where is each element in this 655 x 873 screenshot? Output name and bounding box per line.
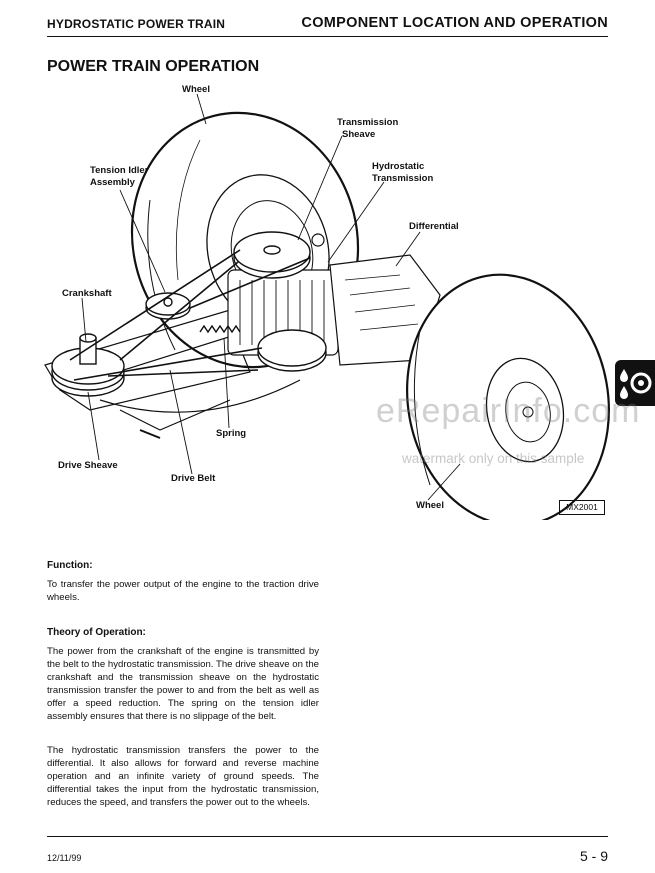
callout-drive-belt: Drive Belt — [171, 473, 216, 484]
sheaves-illustration — [51, 231, 327, 397]
page-number: 5 - 9 — [579, 848, 608, 864]
oil-drops-gear-icon — [620, 369, 652, 399]
callout-wheel-top: Wheel — [182, 84, 210, 95]
watermark-subtext: watermark only on this sample — [402, 451, 585, 466]
callout-transmission-sheave-line1: Transmission — [337, 117, 398, 128]
callout-transmission-sheave-line2: Sheave — [342, 129, 375, 140]
callout-drive-sheave: Drive Sheave — [58, 460, 118, 471]
power-train-diagram: Wheel Transmission Sheave Hydrostatic Tr… — [44, 84, 610, 520]
header-chapter: COMPONENT LOCATION AND OPERATION — [301, 15, 608, 31]
theory-paragraph-1: The power from the crankshaft of the eng… — [47, 646, 319, 722]
callout-differential: Differential — [409, 221, 459, 232]
callout-hydrostatic-line1: Hydrostatic — [372, 161, 424, 172]
lower-wheel-illustration — [406, 273, 610, 520]
callout-tension-idler-line1: Tension Idler — [90, 165, 149, 176]
callout-wheel-bottom: Wheel — [416, 500, 444, 511]
callout-hydrostatic-line2: Transmission — [372, 173, 433, 184]
function-text: To transfer the power output of the engi… — [47, 579, 319, 603]
footer-date: 12/11/99 — [47, 853, 82, 863]
theory-paragraph-2: The hydrostatic transmission transfers t… — [47, 745, 319, 808]
header-divider — [47, 36, 608, 37]
watermark-text: eRepairInfo.com — [376, 392, 641, 430]
callout-spring: Spring — [216, 428, 246, 439]
callout-tension-idler-line2: Assembly — [90, 177, 136, 188]
footer-divider — [47, 836, 608, 837]
spring-illustration — [199, 324, 241, 334]
figure-id: MX2001 — [559, 500, 605, 515]
drive-belt-illustration — [69, 249, 311, 381]
theory-heading: Theory of Operation: — [47, 627, 146, 638]
function-heading: Function: — [47, 560, 93, 571]
section-tab — [615, 360, 655, 406]
page-title: POWER TRAIN OPERATION — [47, 58, 260, 75]
callout-crankshaft: Crankshaft — [62, 288, 112, 299]
header-section: HYDROSTATIC POWER TRAIN — [47, 17, 226, 31]
